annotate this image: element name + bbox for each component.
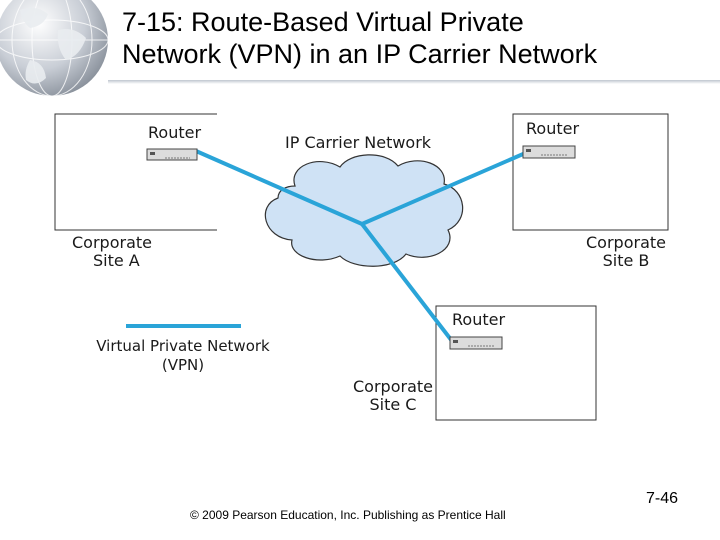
page-number: 7-46 — [646, 490, 679, 507]
vpn-link-site-a — [195, 149, 363, 226]
title-line-1: 7-15: Route-Based Virtual Private — [122, 7, 524, 37]
router-site-c — [449, 336, 503, 350]
legend-label-line1: Virtual Private Network — [96, 337, 270, 355]
title-line-2: Network (VPN) in an IP Carrier Network — [122, 39, 598, 69]
site-b-box — [512, 113, 669, 231]
vpn-links — [195, 149, 531, 343]
site-c-label-line2: Site C — [370, 395, 417, 414]
globe-logo — [0, 0, 109, 97]
site-c-label-line1: Corporate — [353, 377, 433, 396]
router-label-site-a: Router — [148, 123, 201, 142]
site-b-label-line1: Corporate — [586, 233, 666, 252]
vpn-link-site-b — [361, 149, 531, 226]
router-label-site-b: Router — [526, 119, 579, 138]
router-site-b — [522, 145, 576, 159]
site-b-label-line2: Site B — [603, 251, 650, 270]
router-site-a — [146, 148, 198, 161]
title-divider — [108, 80, 720, 84]
cloud-label: IP Carrier Network — [285, 133, 432, 152]
slide-title: 7-15: Route-Based Virtual Private Networ… — [122, 6, 712, 70]
router-label-site-c: Router — [452, 310, 505, 329]
site-a-box — [54, 113, 217, 231]
site-a-label-line2: Site A — [93, 251, 140, 270]
site-c-box — [435, 305, 597, 421]
ip-carrier-cloud — [264, 154, 464, 267]
copyright-footer: © 2009 Pearson Education, Inc. Publishin… — [190, 508, 506, 522]
site-a-label-line1: Corporate — [72, 233, 152, 252]
legend-label-line2: (VPN) — [162, 356, 204, 374]
vpn-link-site-c — [360, 222, 454, 343]
